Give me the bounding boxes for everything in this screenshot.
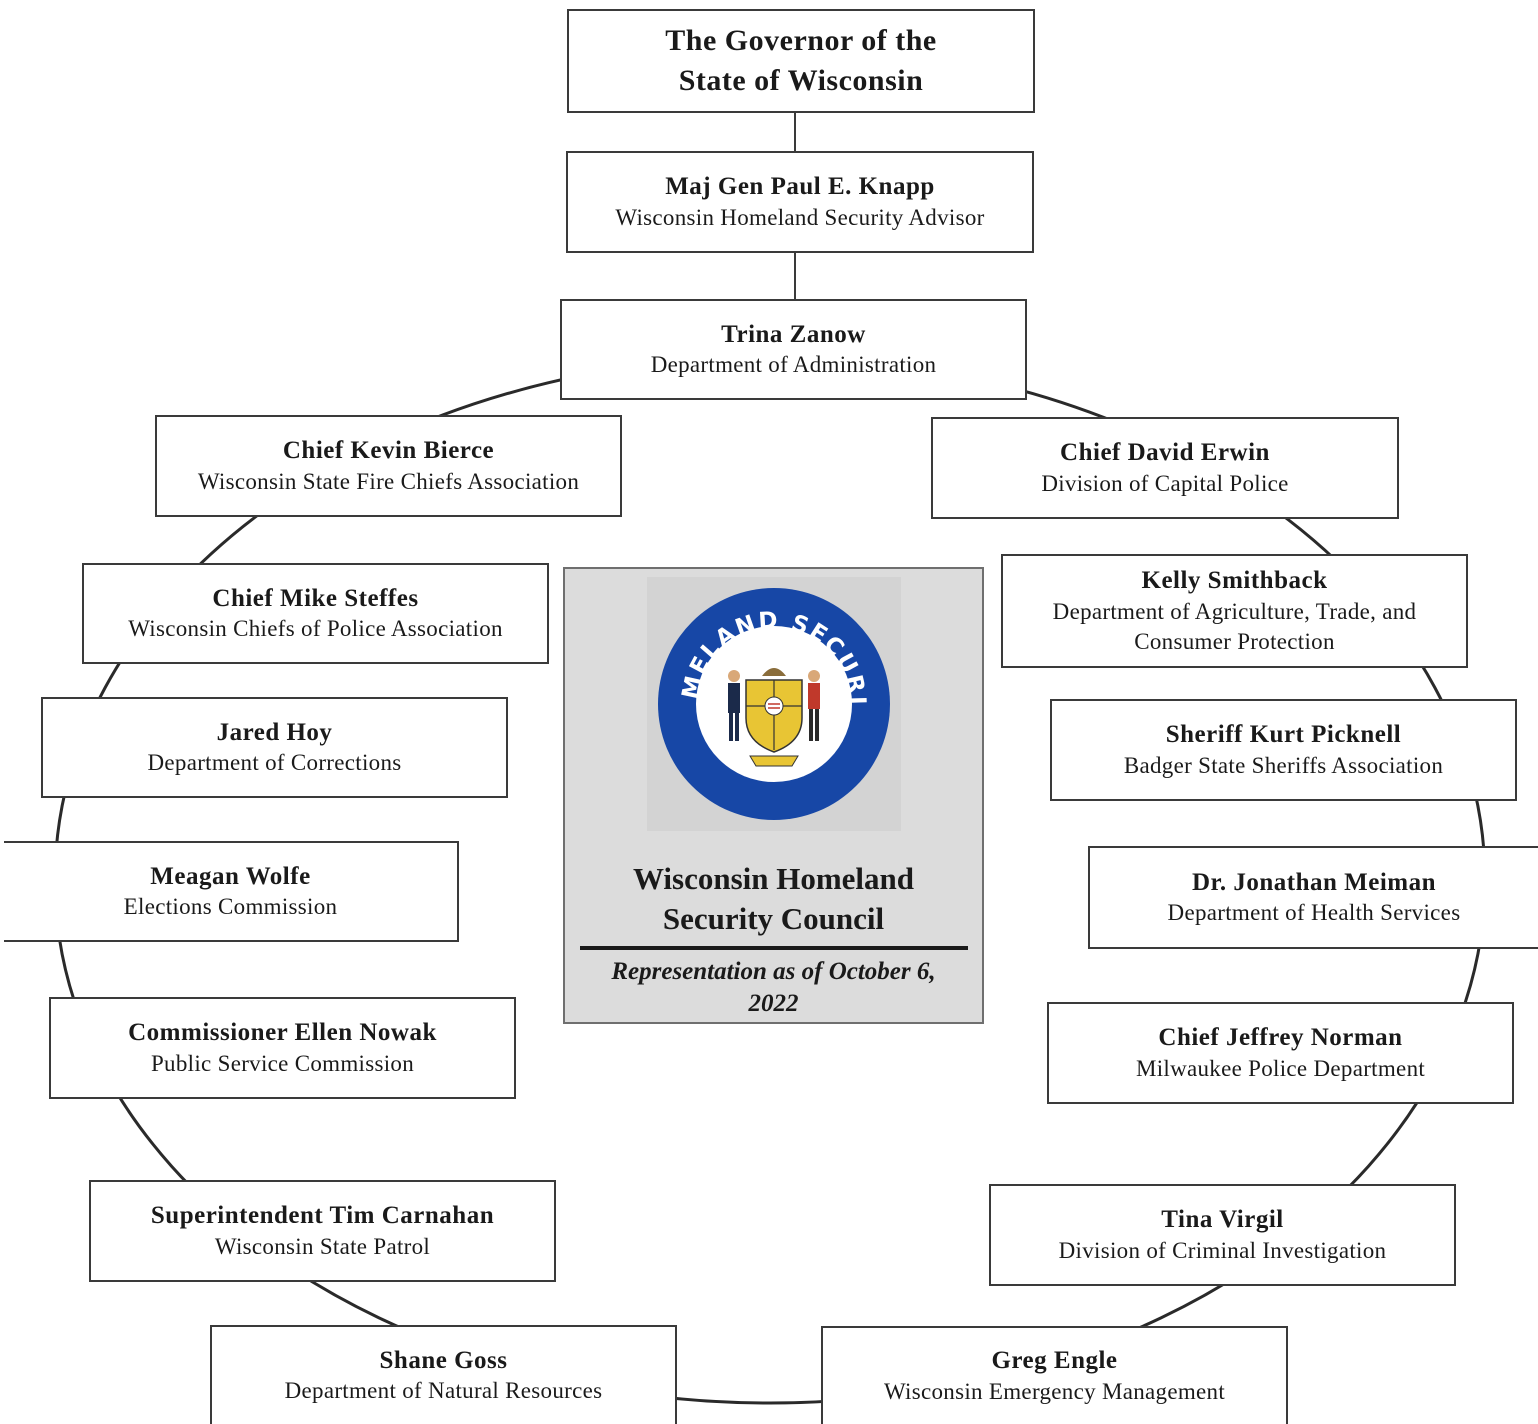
council-title-rule bbox=[579, 945, 968, 950]
governor-box: The Governor of the State of Wisconsin bbox=[567, 9, 1035, 113]
seal-base bbox=[748, 755, 799, 767]
member-organization: Division of Criminal Investigation bbox=[1058, 1237, 1387, 1263]
seal-crest bbox=[761, 668, 786, 676]
advisor-box: Maj Gen Paul E. Knapp Wisconsin Homeland… bbox=[566, 151, 1034, 253]
member-box: Chief Jeffrey Norman Milwaukee Police De… bbox=[1047, 1002, 1514, 1104]
member-box: Chief Mike Steffes Wisconsin Chiefs of P… bbox=[82, 563, 549, 664]
member-name: Superintendent Tim Carnahan bbox=[150, 1202, 495, 1230]
member-name: Chief Jeffrey Norman bbox=[1158, 1024, 1403, 1052]
council-subtitle: Representation as of October 6, 2022 bbox=[611, 957, 936, 1018]
member-organization: Wisconsin Emergency Management bbox=[883, 1378, 1226, 1404]
member-name: Dr. Jonathan Meiman bbox=[1191, 868, 1436, 896]
member-organization: Department of Health Services bbox=[1167, 900, 1461, 926]
member-box: Commissioner Ellen Nowak Public Service … bbox=[49, 997, 516, 1099]
member-box: Kelly Smithback Department of Agricultur… bbox=[1001, 554, 1468, 668]
member-name: Shane Goss bbox=[379, 1346, 508, 1374]
seal-shield bbox=[744, 679, 803, 753]
member-name: Meagan Wolfe bbox=[150, 862, 311, 890]
member-organization: Department of Administration bbox=[650, 352, 937, 378]
member-name: Tina Virgil bbox=[1161, 1206, 1284, 1234]
member-organization: Milwaukee Police Department bbox=[1135, 1055, 1426, 1081]
member-box: Greg Engle Wisconsin Emergency Managemen… bbox=[821, 1326, 1288, 1424]
member-organization: Wisconsin State Patrol bbox=[214, 1233, 431, 1259]
seal-figures bbox=[727, 670, 820, 741]
member-name: Trina Zanow bbox=[721, 320, 866, 348]
member-name: Commissioner Ellen Nowak bbox=[128, 1019, 437, 1047]
member-organization: Badger State Sheriffs Association bbox=[1123, 752, 1444, 778]
member-box: Superintendent Tim Carnahan Wisconsin St… bbox=[89, 1180, 556, 1282]
advisor-title: Wisconsin Homeland Security Advisor bbox=[615, 204, 985, 230]
member-name: Chief David Erwin bbox=[1060, 439, 1270, 467]
member-name: Greg Engle bbox=[991, 1347, 1118, 1375]
member-name: Jared Hoy bbox=[216, 718, 333, 746]
advisor-name: Maj Gen Paul E. Knapp bbox=[665, 173, 935, 201]
council-panel: HOMELAND SECURITY STATE OF WISCONSIN bbox=[563, 567, 984, 1024]
governor-title: The Governor of the State of Wisconsin bbox=[665, 23, 937, 98]
member-box: Tina Virgil Division of Criminal Investi… bbox=[989, 1184, 1456, 1286]
member-name: Sheriff Kurt Picknell bbox=[1165, 721, 1402, 749]
member-organization: Wisconsin State Fire Chiefs Association bbox=[197, 468, 580, 494]
homeland-security-seal: HOMELAND SECURITY STATE OF WISCONSIN bbox=[646, 577, 901, 831]
member-name: Chief Mike Steffes bbox=[212, 584, 419, 612]
member-name: Kelly Smithback bbox=[1141, 567, 1328, 595]
seal-icon: HOMELAND SECURITY STATE OF WISCONSIN bbox=[654, 584, 890, 820]
member-name: Chief Kevin Bierce bbox=[282, 437, 495, 465]
member-box: Trina Zanow Department of Administration bbox=[560, 299, 1027, 400]
member-organization: Division of Capital Police bbox=[1041, 470, 1289, 496]
member-box: Shane Goss Department of Natural Resourc… bbox=[210, 1325, 677, 1424]
member-box: Chief Kevin Bierce Wisconsin State Fire … bbox=[155, 415, 622, 517]
member-organization: Public Service Commission bbox=[150, 1050, 415, 1076]
member-box: Meagan Wolfe Elections Commission bbox=[4, 841, 459, 942]
member-box: Dr. Jonathan Meiman Department of Health… bbox=[1088, 846, 1538, 949]
member-organization: Department of Corrections bbox=[147, 750, 402, 776]
member-organization: Department of Agriculture, Trade, and Co… bbox=[1052, 598, 1417, 654]
member-box: Jared Hoy Department of Corrections bbox=[41, 697, 508, 798]
council-title: Wisconsin Homeland Security Council bbox=[632, 861, 915, 937]
member-organization: Department of Natural Resources bbox=[284, 1378, 603, 1404]
member-organization: Elections Commission bbox=[123, 894, 338, 920]
member-box: Sheriff Kurt Picknell Badger State Sheri… bbox=[1050, 699, 1517, 801]
member-box: Chief David Erwin Division of Capital Po… bbox=[931, 417, 1399, 519]
member-organization: Wisconsin Chiefs of Police Association bbox=[128, 616, 503, 642]
